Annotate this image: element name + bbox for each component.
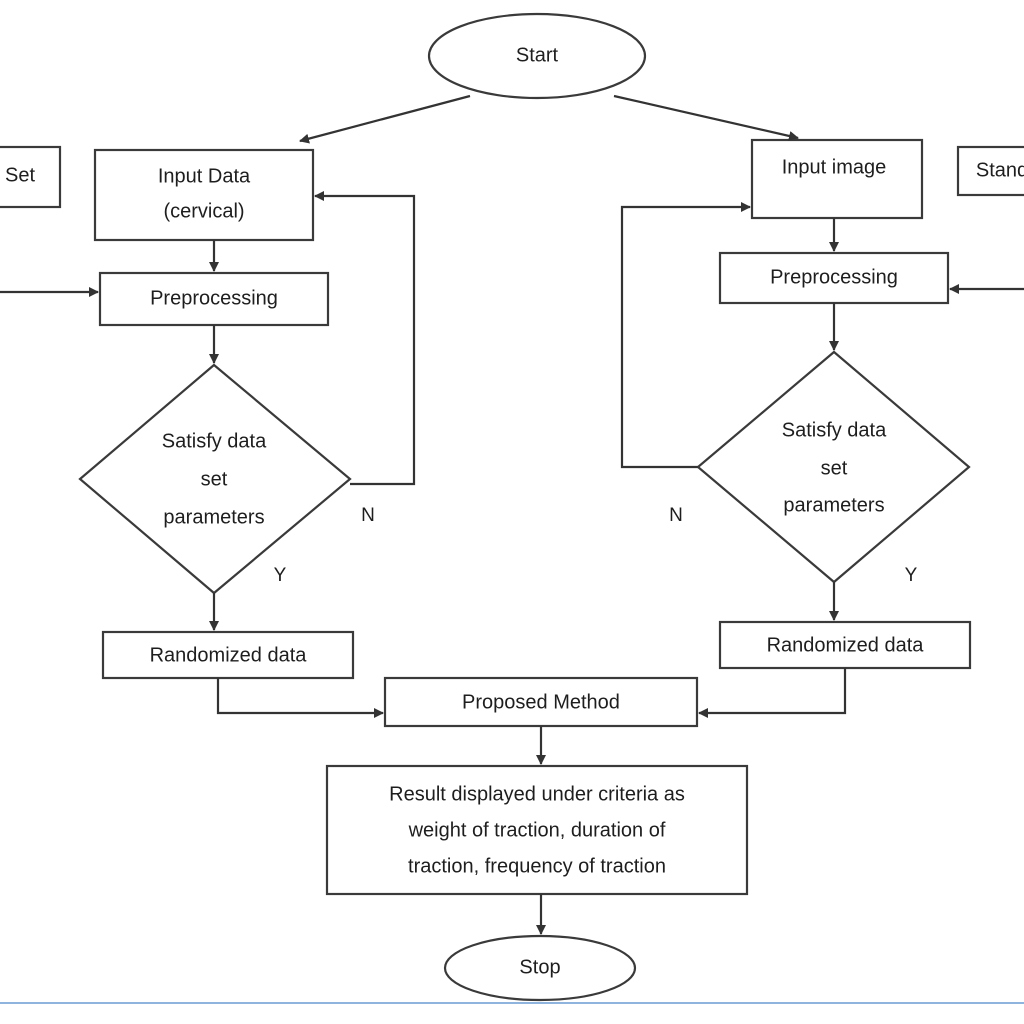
arrow-left-no-loop [314, 191, 416, 486]
left-no-label: N [361, 505, 375, 526]
arrow-start-to-right-input [613, 94, 799, 141]
right-decision-line3: parameters [783, 494, 884, 516]
right-preprocessing-box: Preprocessing [718, 251, 950, 305]
start-label: Start [516, 44, 559, 66]
left-randomized-label: Randomized data [150, 644, 308, 666]
left-input-data-box: Input Data (cervical) [93, 148, 315, 242]
right-decision-line2: set [821, 457, 848, 479]
result-label-line1: Result displayed under criteria as [389, 783, 685, 805]
result-label-line2: weight of traction, duration of [408, 819, 666, 841]
left-decision-diamond: Satisfy data set parameters [78, 363, 352, 595]
right-input-image-box: Input image [750, 138, 924, 220]
right-cut-off-label: Stand [976, 159, 1024, 181]
right-randomized-box: Randomized data [718, 620, 972, 670]
arrow-start-to-left-input [299, 94, 471, 144]
right-decision-line1: Satisfy data [782, 419, 887, 441]
left-input-label-line1: Input Data [158, 165, 251, 187]
proposed-method-box: Proposed Method [383, 676, 699, 728]
right-decision-diamond: Satisfy data set parameters [696, 350, 971, 584]
left-preprocessing-label: Preprocessing [150, 287, 278, 309]
arrow-right-no-loop [620, 202, 751, 469]
left-decision-line3: parameters [163, 506, 264, 528]
arrow-left-randomized-to-method [216, 678, 384, 718]
stop-label: Stop [519, 956, 560, 978]
right-yes-label: Y [905, 565, 918, 586]
left-decision-line1: Satisfy data [162, 430, 267, 452]
left-randomized-box: Randomized data [101, 630, 355, 680]
result-label-line3: traction, frequency of traction [408, 855, 666, 877]
start-terminal: Start [427, 12, 647, 100]
left-decision-line2: set [201, 468, 228, 490]
left-input-label-line2: (cervical) [163, 200, 244, 222]
left-yes-label: Y [274, 565, 287, 586]
arrow-right-randomized-to-method [698, 668, 847, 718]
right-input-label: Input image [782, 156, 887, 178]
left-cut-off-label: Set [5, 164, 35, 186]
proposed-method-label: Proposed Method [462, 691, 620, 713]
left-preprocessing-box: Preprocessing [98, 271, 330, 327]
left-cut-off-box: Set [0, 145, 62, 209]
stop-terminal: Stop [443, 934, 637, 1002]
result-box: Result displayed under criteria as weigh… [325, 764, 749, 896]
right-no-label: N [669, 505, 683, 526]
right-cut-off-box: Stand [956, 145, 1024, 197]
right-preprocessing-label: Preprocessing [770, 266, 898, 288]
right-randomized-label: Randomized data [767, 634, 925, 656]
bottom-border-line [0, 1002, 1024, 1004]
